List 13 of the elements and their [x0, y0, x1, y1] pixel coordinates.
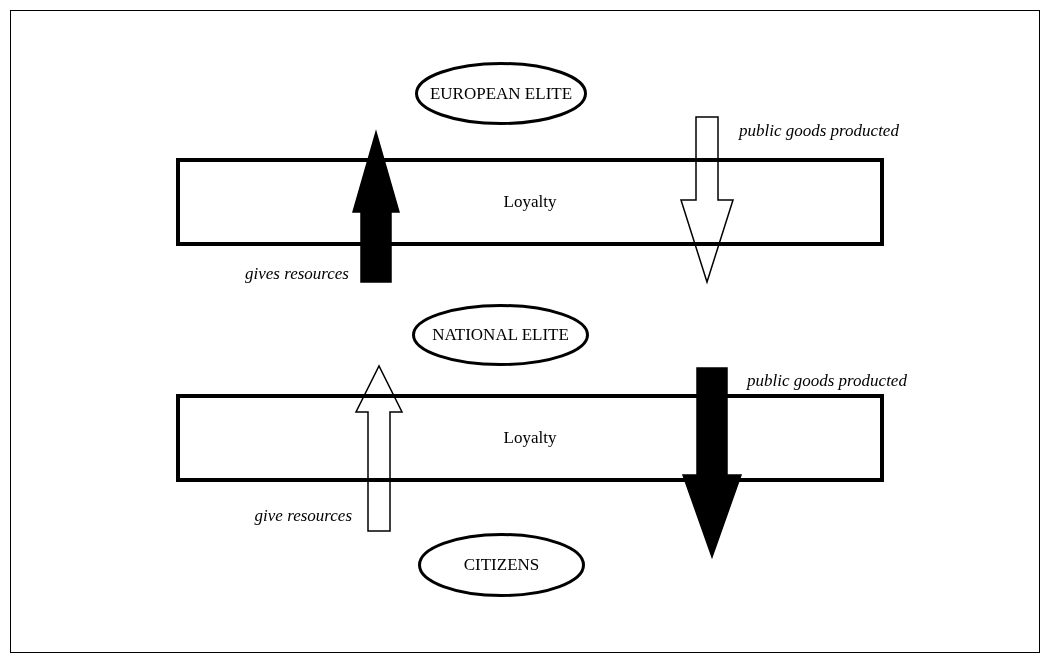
block-arrow — [679, 116, 735, 285]
node-label: NATIONAL ELITE — [432, 325, 569, 345]
node-label: EUROPEAN ELITE — [429, 83, 573, 104]
node-label: Loyalty — [503, 428, 557, 448]
edge-label: give resources — [254, 506, 352, 526]
node-label: Loyalty — [503, 192, 557, 212]
block-arrow — [354, 364, 404, 532]
block-arrow — [681, 367, 743, 560]
edge-label: gives resources — [244, 264, 349, 284]
block-arrow — [352, 129, 400, 283]
edge-label: public goods producted — [747, 371, 907, 391]
node-label: CITIZENS — [463, 555, 540, 575]
edge-label: public goods producted — [739, 121, 899, 141]
